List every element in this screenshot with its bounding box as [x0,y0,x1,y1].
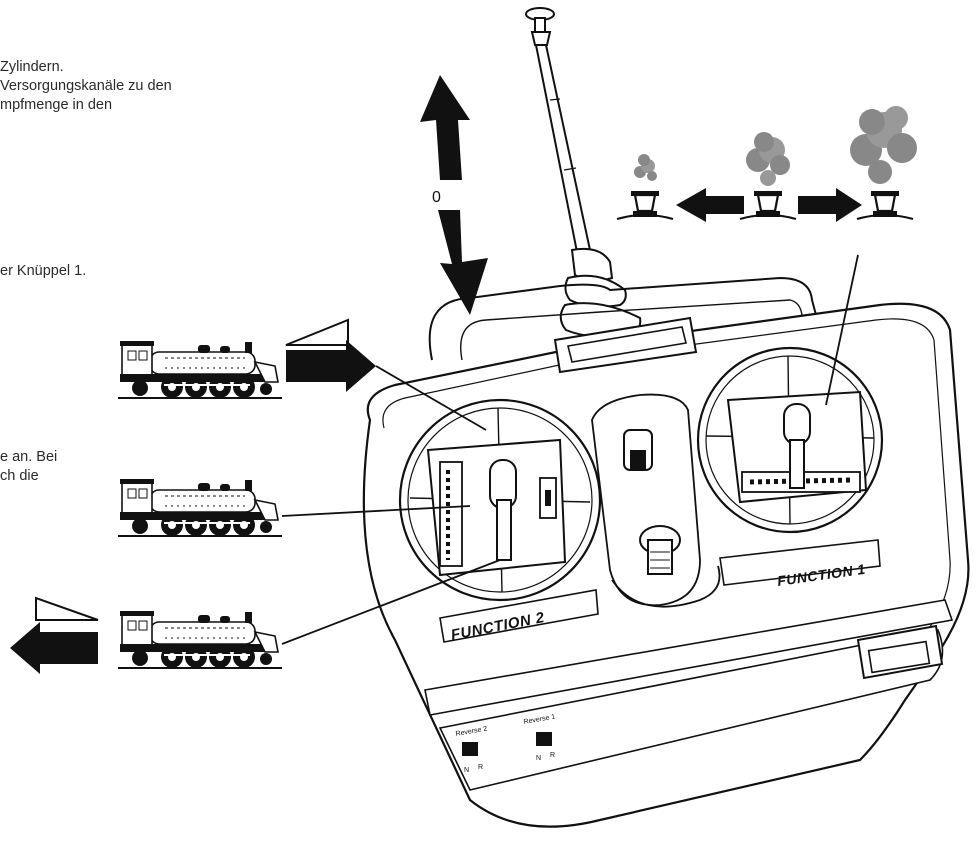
transmitter-body [362,276,970,828]
locomotive-icon [117,478,283,537]
smoke-large [850,106,917,184]
locomotive-icon [117,340,283,399]
arrow-up-icon [420,75,470,180]
locomotive-icon [117,610,283,669]
smoke-medium [746,132,790,186]
text-line: ch die [0,468,39,484]
switch-n-label: N [464,767,469,774]
arrow-left-smoke-icon [676,188,744,222]
leader-lines [281,254,859,645]
zero-label: 0 [432,189,441,206]
antenna [525,7,642,339]
speed-wedge-reverse-icon [35,596,99,621]
switch-r-label: R [550,752,555,759]
arrow-reverse-icon [10,622,98,674]
chimney-high-icon [855,189,915,221]
text-line: Zylindern. [0,59,64,75]
switch-n-label: N [536,755,541,762]
text-line: mpfmenge in den [0,97,113,113]
arrow-down-icon [438,210,488,315]
speed-wedge-icon [285,318,349,346]
text-line: e an. Bei [0,449,58,465]
arrow-right-smoke-icon [798,188,862,222]
text-line: Versorgungskanäle zu den [0,78,172,94]
text-line: er Knüppel 1. [0,263,87,279]
intro-paragraph: Zylindern. Versorgungskanäle zu den mpfm… [0,58,172,115]
switch-r-label: R [478,764,483,771]
speed-paragraph: e an. Bei ch die [0,448,57,486]
smoke-small [634,154,657,181]
arrow-forward-icon [286,340,376,392]
stick-paragraph: er Knüppel 1. [0,262,86,281]
chimney-mid-icon [738,189,798,221]
chimney-low-icon [615,189,675,221]
